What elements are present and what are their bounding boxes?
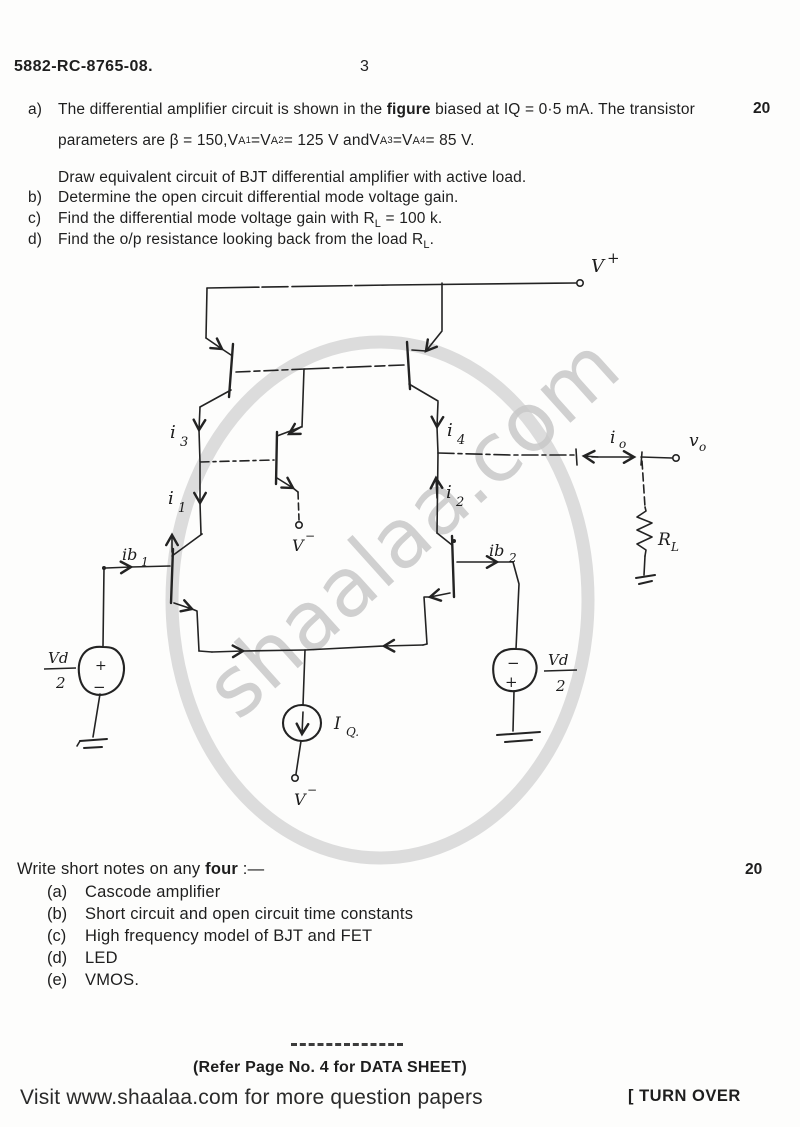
question-b-text: Determine the open circuit differential … (58, 189, 459, 206)
left-collector-branch (192, 406, 275, 535)
note-item-label: (d) (47, 949, 68, 967)
refer-data-sheet-note: (Refer Page No. 4 for DATA SHEET) (193, 1059, 467, 1076)
circuit-labels: V + i 3 i 1 i 4 i 2 ib 1 ib 2 i o v o V … (43, 249, 706, 809)
transistor-q1 (102, 532, 203, 652)
question-a-label: a) (28, 101, 43, 118)
mirror-base-rail-right (304, 364, 405, 370)
label-i3: i (170, 422, 176, 443)
label-vd-left: Vd 2 (43, 649, 77, 692)
label-rl-sub: L (670, 540, 679, 554)
label-vd-left-den: 2 (55, 674, 66, 692)
vo-terminal (671, 453, 680, 462)
label-i1: i (168, 488, 174, 509)
label-i3-sub: 3 (180, 435, 188, 450)
label-vo-sub: o (699, 440, 706, 454)
question-c-label: c) (28, 210, 42, 227)
label-i4-sub: 4 (456, 433, 465, 448)
resistor-rl (635, 506, 656, 585)
label-vplus: V (591, 256, 606, 277)
label-vd-right: Vd 2 (543, 651, 578, 695)
question-a-line1: The differential amplifier circuit is sh… (58, 101, 695, 118)
label-ib1: ib (122, 545, 137, 564)
note-item-text: VMOS. (85, 971, 140, 989)
label-i4: i (447, 420, 453, 441)
transistor-q5 (274, 368, 305, 529)
label-i2-sub: 2 (455, 495, 464, 510)
label-iq-sub: Q. (346, 725, 359, 739)
label-src-left-minus: − (93, 678, 106, 696)
question-b-row: b) Determine the open circuit differenti… (28, 188, 458, 208)
question-b-label: b) (28, 189, 43, 206)
question-c-text: Find the differential mode voltage gain … (58, 210, 443, 230)
note-item-label: (e) (47, 971, 68, 989)
emitter-rail (198, 638, 428, 659)
note-item-label: (c) (47, 927, 67, 945)
transistor-q2 (423, 532, 514, 645)
doc-number: 5882-RC-8765-08. (14, 58, 153, 75)
turn-over-note: [ TURN OVER (628, 1087, 741, 1105)
question-d-label: d) (28, 231, 43, 248)
label-vminus-bot-sup: − (307, 783, 317, 797)
shaalaa-footer-link: Visit www.shaalaa.com for more question … (20, 1086, 483, 1109)
question-a-line3: Draw equivalent circuit of BJT different… (58, 169, 527, 186)
shaalaa-watermark: shaalaa.com (165, 319, 638, 865)
label-io-sub: o (619, 437, 626, 451)
label-ib2: ib (489, 541, 504, 560)
separator-dashes (291, 1043, 403, 1046)
label-i1-sub: 1 (178, 501, 186, 516)
label-vd-right-den: 2 (555, 677, 566, 695)
note-item-text: LED (85, 949, 118, 967)
label-vminus-mid-sup: − (305, 529, 315, 543)
vminus-mid-terminal (294, 520, 303, 529)
current-source-iq (281, 649, 323, 782)
mirror-base-rail-left (235, 368, 306, 373)
note-item-text: Short circuit and open circuit time cons… (85, 905, 414, 923)
vplus-rail (205, 278, 584, 339)
question-a-marks: 20 (753, 100, 771, 117)
source-vd-left (76, 567, 125, 749)
label-vminus-mid: V (292, 536, 305, 555)
question-c-row: c) Find the differential mode voltage ga… (28, 209, 442, 234)
label-vminus-bot: V (294, 790, 307, 809)
circuit-wires (76, 278, 680, 782)
label-io: i (610, 428, 615, 448)
source-vd-right (492, 561, 541, 743)
label-src-left-plus: + (95, 658, 107, 674)
note-item-text: High frequency model of BJT and FET (85, 927, 373, 945)
short-notes-marks: 20 (745, 861, 763, 878)
output-branch (575, 448, 680, 508)
label-rl: R (657, 530, 671, 550)
label-ib1-sub: 1 (141, 555, 149, 569)
watermark-text: shaalaa.com (188, 319, 638, 737)
label-src-right-minus: − (507, 654, 520, 672)
label-vplus-sup: + (607, 249, 620, 267)
question-a-row1: a) The differential amplifier circuit is… (28, 100, 695, 120)
label-i2: i (446, 482, 452, 503)
label-src-right-plus: + (505, 673, 518, 691)
right-collector-branch (429, 401, 576, 534)
short-notes-intro: Write short notes on any four :— (17, 860, 265, 878)
vplus-terminal (575, 278, 584, 287)
note-item-label: (a) (47, 883, 68, 901)
transistor-q4 (405, 330, 443, 402)
label-vd-left-num: Vd (48, 649, 68, 667)
label-vo: v (689, 431, 699, 451)
label-iq: I (333, 714, 341, 734)
question-d-row: d) Find the o/p resistance looking back … (28, 230, 434, 255)
transistor-q3 (199, 337, 235, 408)
vminus-bot-terminal (290, 773, 299, 782)
page-number: 3 (360, 58, 369, 75)
label-vd-right-num: Vd (548, 651, 568, 669)
note-item-text: Cascode amplifier (85, 883, 221, 901)
question-d-text: Find the o/p resistance looking back fro… (58, 231, 435, 251)
note-item-label: (b) (47, 905, 68, 923)
label-ib2-sub: 2 (508, 551, 517, 565)
